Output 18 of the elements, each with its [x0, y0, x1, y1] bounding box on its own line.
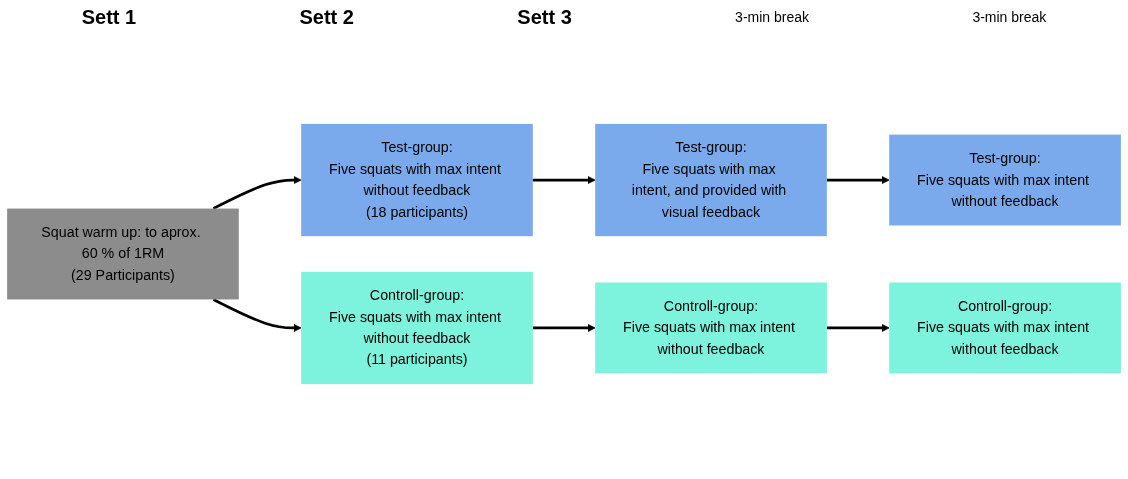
- node-box: Controll-group: Five squats with max intent without feedback: [889, 282, 1121, 374]
- node-box: Test-group: Five squats with max intent without feedback: [889, 134, 1121, 226]
- node-box: Controll-group: Five squats with max intent without feedback: [595, 282, 827, 374]
- node-box: Controll-group: Five squats with max intent without feedback (11 participants): [301, 271, 533, 385]
- column-heading: Sett 1: [81, 5, 137, 29]
- column-heading: Sett 3: [517, 5, 572, 29]
- arrow: [212, 176, 302, 210]
- node-box: Squat warm up: to aprox. 60 % of 1RM (29 Participants): [7, 208, 239, 300]
- node-box: Test-group: Five squats with max intent without feedback (18 participants): [301, 123, 533, 237]
- arrow: [826, 324, 890, 332]
- break-note: 3-min break: [735, 9, 810, 25]
- arrow: [826, 176, 890, 184]
- break-note: 3-min break: [972, 9, 1047, 25]
- arrow: [532, 324, 596, 332]
- column-heading: Sett 2: [299, 5, 354, 29]
- node-box: Test-group: Five squats with max intent, and provided with visual feedback: [595, 123, 827, 237]
- arrow: [212, 298, 302, 332]
- arrow: [532, 176, 596, 184]
